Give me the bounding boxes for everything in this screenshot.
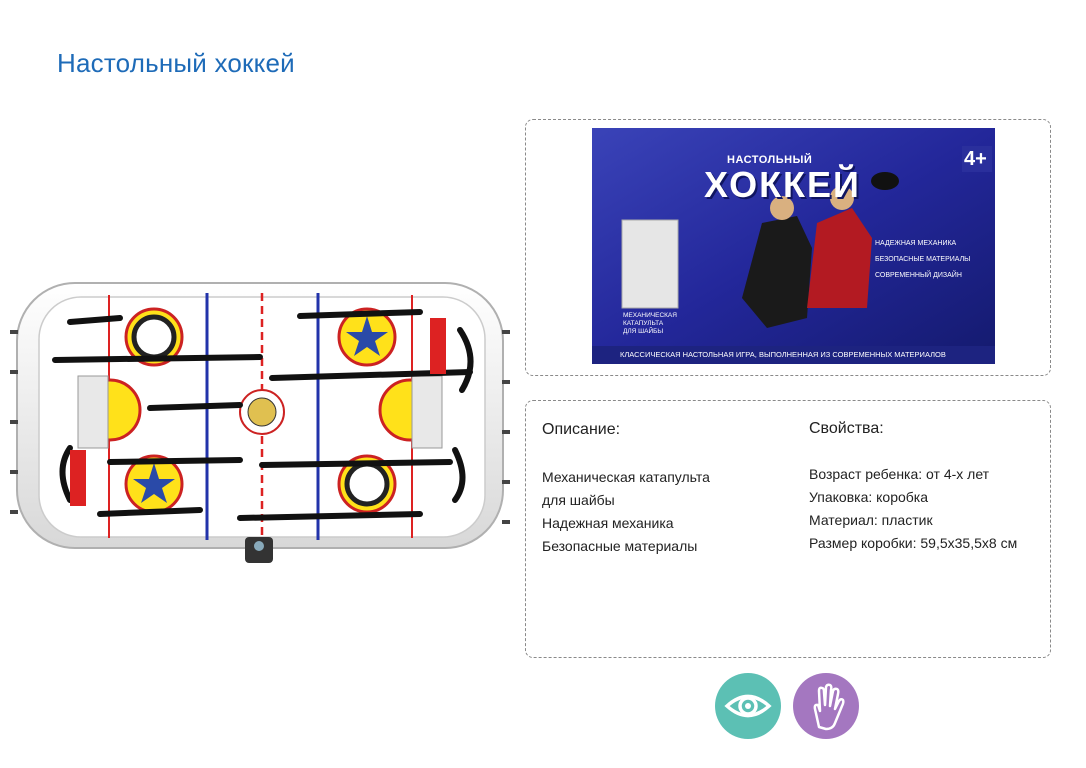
property-line: Возраст ребенка: от 4-х лет bbox=[809, 466, 990, 482]
info-panel: Описание: Механическая катапульта для ша… bbox=[525, 400, 1051, 658]
game-board-image bbox=[0, 205, 520, 575]
property-line: Материал: пластик bbox=[809, 512, 933, 528]
box-heading-small: НАСТОЛЬНЫЙ bbox=[727, 154, 813, 166]
box-catapult-caption: МЕХАНИЧЕСКАЯ КАТАПУЛЬТА ДЛЯ ШАЙБЫ bbox=[623, 312, 677, 336]
property-line: Упаковка: коробка bbox=[809, 489, 929, 505]
product-box-image: НАСТОЛЬНЫЙ ХОККЕЙ 4+ НАДЕЖНАЯ МЕХАНИКА Б… bbox=[592, 128, 995, 364]
box-feature: БЕЗОПАСНЫЕ МАТЕРИАЛЫ bbox=[875, 256, 971, 263]
box-age-badge: 4+ bbox=[964, 148, 987, 170]
box-feature: НАДЕЖНАЯ МЕХАНИКА bbox=[875, 240, 957, 247]
box-bottom-strip: КЛАССИЧЕСКАЯ НАСТОЛЬНАЯ ИГРА, ВЫПОЛНЕННА… bbox=[620, 350, 946, 359]
description-line: для шайбы bbox=[542, 492, 615, 508]
product-box-frame: НАСТОЛЬНЫЙ ХОККЕЙ 4+ НАДЕЖНАЯ МЕХАНИКА Б… bbox=[525, 119, 1051, 376]
description-line: Надежная механика bbox=[542, 515, 674, 531]
description-line: Механическая катапульта bbox=[542, 469, 710, 485]
box-feature-list: НАДЕЖНАЯ МЕХАНИКА БЕЗОПАСНЫЕ МАТЕРИАЛЫ С… bbox=[875, 236, 970, 284]
box-heading-big: ХОККЕЙ bbox=[704, 164, 861, 205]
page-title: Настольный хоккей bbox=[57, 48, 295, 78]
caption-line: МЕХАНИЧЕСКАЯ bbox=[623, 312, 677, 319]
hockey-table-illustration bbox=[10, 282, 510, 563]
hand-icon bbox=[793, 673, 859, 739]
properties-heading: Свойства: bbox=[809, 420, 884, 437]
caption-line: КАТАПУЛЬТА bbox=[623, 320, 664, 327]
property-line: Размер коробки: 59,5x35,5x8 см bbox=[809, 535, 1018, 551]
description-heading: Описание: bbox=[542, 421, 621, 438]
eye-icon bbox=[715, 673, 781, 739]
description-line: Безопасные материалы bbox=[542, 538, 698, 554]
caption-line: ДЛЯ ШАЙБЫ bbox=[623, 328, 664, 335]
box-feature: СОВРЕМЕННЫЙ ДИЗАЙН bbox=[875, 272, 962, 279]
